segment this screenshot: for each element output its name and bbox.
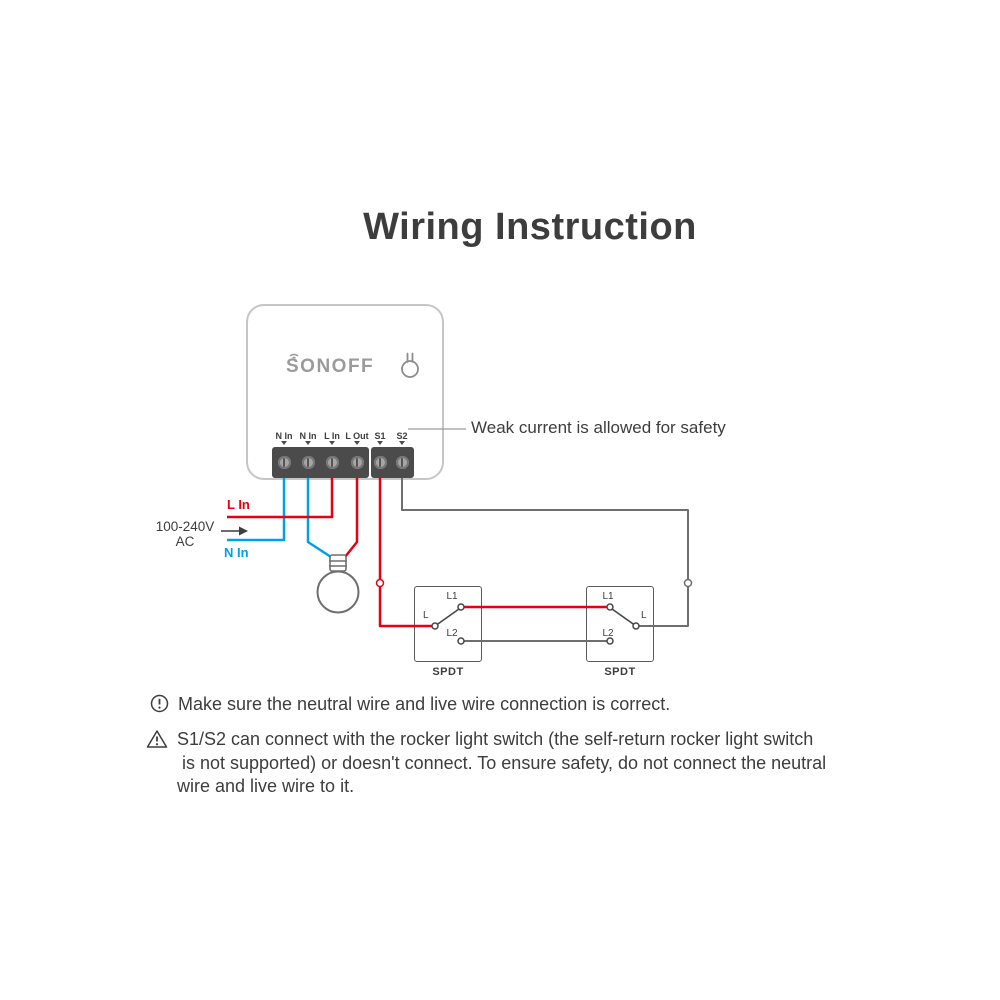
s2-wire-junction <box>683 578 693 588</box>
terminal-pointer-icon <box>281 441 287 445</box>
live-bulb-wire <box>344 470 359 558</box>
left-switch-type-label: SPDT <box>432 666 464 678</box>
info-circle-icon <box>150 694 169 713</box>
terminal-label-l-out: L Out <box>345 431 369 441</box>
warning-note-text: S1/S2 can connect with the rocker light … <box>177 728 826 799</box>
s1-wire-junction <box>375 578 385 588</box>
terminal-pointer-icon <box>377 441 383 445</box>
terminal-pointer-icon <box>329 441 335 445</box>
terminal-label-s1: S1 <box>374 431 386 441</box>
screw-terminal-s1 <box>373 456 387 469</box>
terminal-label-l-in: L In <box>324 431 340 441</box>
terminal-block-main <box>272 447 369 478</box>
warning-line-3: wire and live wire to it. <box>177 776 355 796</box>
terminal-pointer-icon <box>399 441 405 445</box>
voltage-value: 100-240V <box>155 519 215 534</box>
terminal-pointer-icon <box>354 441 360 445</box>
screw-terminal-l-in <box>325 456 339 469</box>
warning-line-2: is not supported) or doesn't connect. To… <box>182 752 827 773</box>
terminal-label-n-in-2: N In <box>299 431 317 441</box>
weak-current-callout: Weak current is allowed for safety <box>471 418 726 437</box>
screw-terminal-n-in-2 <box>301 456 315 469</box>
terminal-block-s1-s2 <box>371 447 414 478</box>
warning-line-1: S1/S2 can connect with the rocker light … <box>177 729 814 749</box>
light-bulb-icon <box>316 554 360 614</box>
sonoff-logo: SONOFF <box>286 353 375 380</box>
right-switch-type-label: SPDT <box>604 666 636 678</box>
screw-terminal-l-out <box>350 456 364 469</box>
spdt-switch-right <box>586 586 654 662</box>
page-title: Wiring Instruction <box>363 206 697 248</box>
neutral-in-label: N In <box>224 545 249 560</box>
live-in-label: L In <box>227 497 250 512</box>
right-switch-l2-label: L2 <box>602 628 614 639</box>
sonoff-logo-text: SONOFF <box>286 356 375 377</box>
terminal-label-s2: S2 <box>396 431 408 441</box>
screw-terminal-s2 <box>395 456 409 469</box>
right-switch-l1-label: L1 <box>602 591 614 602</box>
info-note: Make sure the neutral wire and live wire… <box>150 693 950 717</box>
neutral-bulb-wire <box>306 470 332 559</box>
info-note-text: Make sure the neutral wire and live wire… <box>178 694 671 714</box>
left-switch-l1-label: L1 <box>446 591 458 602</box>
left-switch-l2-label: L2 <box>446 628 458 639</box>
right-switch-l-label: L <box>641 610 647 621</box>
warning-triangle-icon <box>146 730 168 748</box>
wifi-signal-icon <box>289 353 299 359</box>
terminal-label-n-in-1: N In <box>275 431 293 441</box>
voltage-arrow-head <box>239 526 248 536</box>
left-switch-l-label: L <box>423 610 429 621</box>
voltage-ac: AC <box>175 534 195 549</box>
voltage-label: 100-240V AC <box>148 519 222 549</box>
terminal-pointer-icon <box>305 441 311 445</box>
warning-note: S1/S2 can connect with the rocker light … <box>146 728 946 799</box>
reset-button-icon <box>401 352 419 378</box>
screw-terminal-n-in-1 <box>277 456 291 469</box>
